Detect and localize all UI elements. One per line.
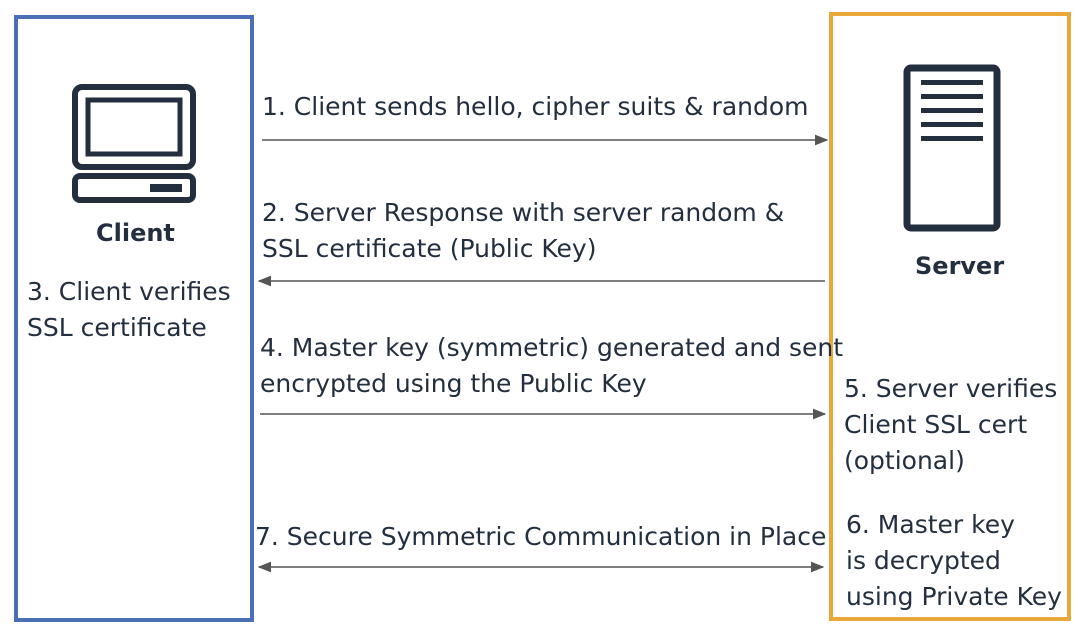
server-decrypt-note: 6. Master key is decrypted using Private… xyxy=(846,507,1062,615)
server-note5-line: 5. Server verifies xyxy=(844,374,1058,403)
message-4-line: encrypted using the Public Key xyxy=(260,369,647,398)
message-4-line: 4. Master key (symmetric) generated and … xyxy=(260,333,844,362)
message-1: 1. Client sends hello, cipher suits & ra… xyxy=(262,89,809,125)
message-2: 2. Server Response with server random & … xyxy=(262,195,784,267)
server-verify-note: 5. Server verifies Client SSL cert (opti… xyxy=(844,371,1057,479)
message-1-line: 1. Client sends hello, cipher suits & ra… xyxy=(262,92,809,121)
client-note-line: SSL certificate xyxy=(27,313,207,342)
server-label: Server xyxy=(915,252,1005,280)
client-note-line: 3. Client verifies xyxy=(27,277,231,306)
server-note6-line: 6. Master key xyxy=(846,510,1015,539)
message-2-line: SSL certificate (Public Key) xyxy=(262,234,597,263)
client-label: Client xyxy=(96,219,175,247)
message-2-line: 2. Server Response with server random & xyxy=(262,198,785,227)
message-7-line: 7. Secure Symmetric Communication in Pla… xyxy=(255,522,827,551)
server-note6-line: is decrypted xyxy=(846,546,1001,575)
server-note5-line: Client SSL cert xyxy=(844,410,1028,439)
server-icon xyxy=(903,64,1001,232)
server-panel xyxy=(829,12,1071,621)
message-4: 4. Master key (symmetric) generated and … xyxy=(260,330,843,402)
client-panel xyxy=(14,15,254,622)
server-note5-line: (optional) xyxy=(844,446,965,475)
message-7: 7. Secure Symmetric Communication in Pla… xyxy=(255,519,826,555)
computer-icon xyxy=(72,84,196,203)
server-note6-line: using Private Key xyxy=(846,582,1062,611)
client-verify-note: 3. Client verifies SSL certificate xyxy=(27,274,231,346)
